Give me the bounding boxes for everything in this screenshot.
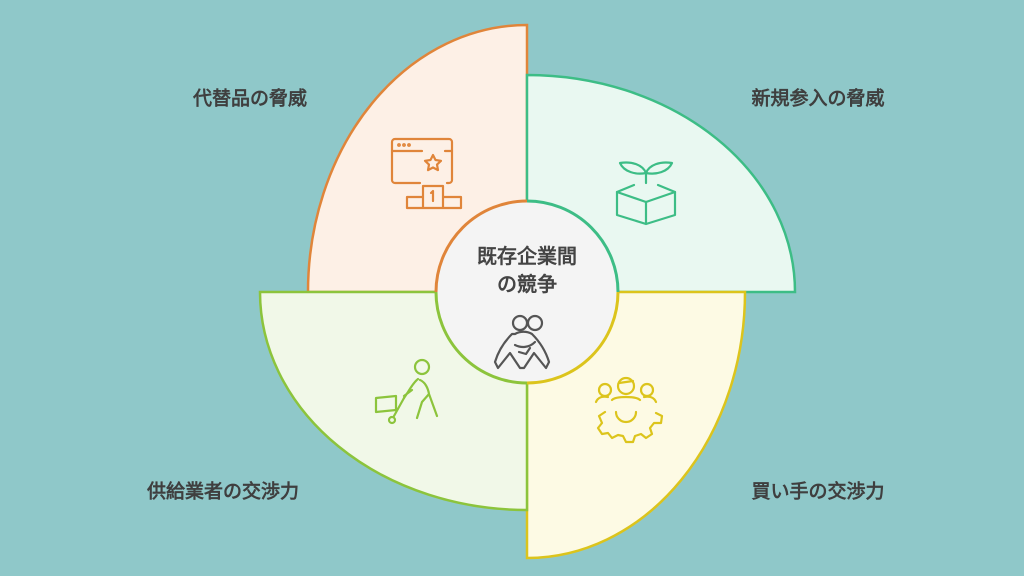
- center-circle: [436, 201, 618, 383]
- label-substitutes: 代替品の脅威: [192, 87, 308, 110]
- people-gear-icon: [594, 376, 664, 444]
- label-buyers: 買い手の交渉力: [751, 480, 885, 503]
- sprout-box-icon: [615, 161, 677, 226]
- center-label-line1: 既存企業間: [477, 244, 577, 268]
- person-pushing-cart-icon: [374, 358, 439, 425]
- people-hugging-icon: [493, 314, 551, 370]
- browser-star-podium-icon: [390, 137, 463, 210]
- center-label-line2: の競争: [497, 272, 557, 296]
- label-new-entrants: 新規参入の脅威: [751, 87, 885, 110]
- label-suppliers: 供給業者の交渉力: [146, 480, 300, 503]
- center-label: 既存企業間 の競争: [477, 242, 577, 298]
